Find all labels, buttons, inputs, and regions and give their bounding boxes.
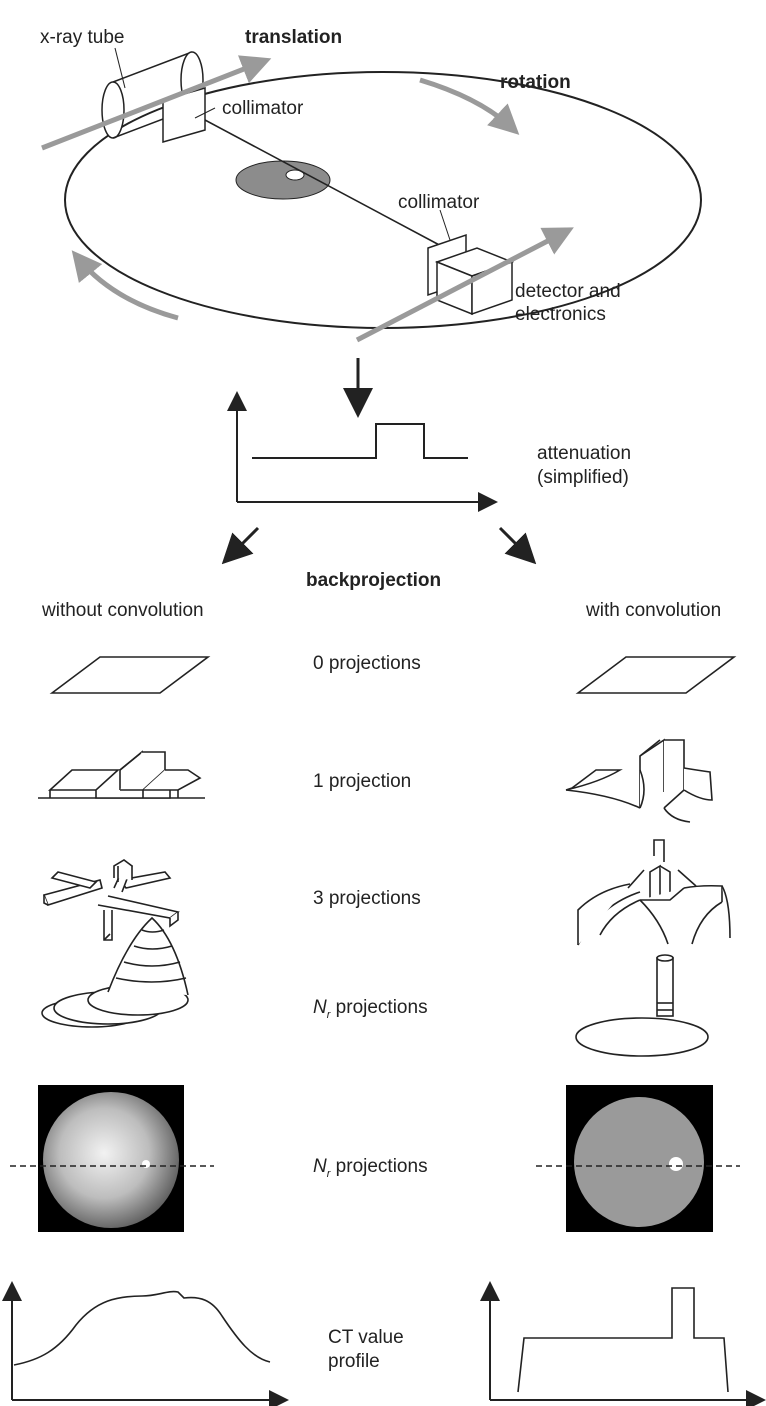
detector-label-line2: electronics [515, 304, 606, 325]
xray-tube-leader [114, 47, 126, 89]
profile-left [1, 1281, 289, 1406]
row-label-nr-a-rest: projections [330, 997, 428, 1018]
image-right-nr [536, 1085, 740, 1232]
plane-right-0 [575, 656, 737, 694]
beam-line [204, 119, 446, 249]
attenuation-label-line2: (simplified) [537, 467, 629, 488]
profile-left-curve [13, 1290, 271, 1366]
row-label-3: 3 projections [313, 888, 421, 909]
row-label-nr-a: Nr projections [313, 997, 428, 1026]
collimator-bottom-leader [439, 209, 451, 241]
patient-disk-hole [285, 169, 305, 181]
row-label-nr-a-n: N [313, 997, 327, 1018]
arrow-right-branch [498, 526, 537, 565]
plane-left-0 [49, 656, 211, 694]
profile-right [480, 1281, 766, 1406]
row-label-nr-b: Nr projections [313, 1156, 428, 1185]
row-label-1: 1 projection [313, 771, 412, 792]
without-convolution-header: without convolution [42, 600, 204, 621]
arrow-left-branch [221, 526, 260, 565]
row-label-nr-b-rest: projections [330, 1156, 428, 1177]
backprojection-title: backprojection [306, 570, 442, 591]
with-convolution-header: with convolution [586, 600, 722, 621]
rotation-arrow-top [419, 77, 520, 135]
backproj-left-3 [42, 859, 180, 941]
row-label-nr-b-n: N [313, 1156, 327, 1177]
profile-right-step [517, 1287, 729, 1393]
backproj-right-3 [577, 839, 731, 946]
backproj-right-1 [565, 738, 713, 823]
translation-arrow-bottom [355, 227, 574, 343]
backproj-right-nr [575, 954, 709, 1057]
translation-label: translation [245, 27, 343, 48]
rotation-label: rotation [500, 72, 571, 93]
image-left-nr [10, 1085, 214, 1232]
profile-label-line2: profile [328, 1351, 380, 1372]
rotation-arrow-bottom [71, 250, 179, 321]
attenuation-label-line1: attenuation [537, 443, 632, 464]
row-label-nr-a-sub: r [326, 1008, 331, 1021]
backproj-left-nr [41, 916, 189, 1028]
collimator-bottom-label: collimator [398, 192, 480, 213]
collimator-top-leader [194, 107, 216, 119]
backproj-left-1 [38, 750, 205, 799]
row-label-nr-b-sub: r [326, 1167, 331, 1180]
collimator-top-label: collimator [222, 98, 304, 119]
attenuation-step [252, 423, 468, 459]
row-label-0: 0 projections [313, 653, 421, 674]
detector-label-line1: detector and [515, 281, 621, 302]
profile-label-line1: CT value [328, 1327, 404, 1348]
xray-tube-label: x-ray tube [40, 27, 125, 48]
translation-arrow-top [41, 55, 272, 151]
attenuation-graph [227, 391, 498, 512]
